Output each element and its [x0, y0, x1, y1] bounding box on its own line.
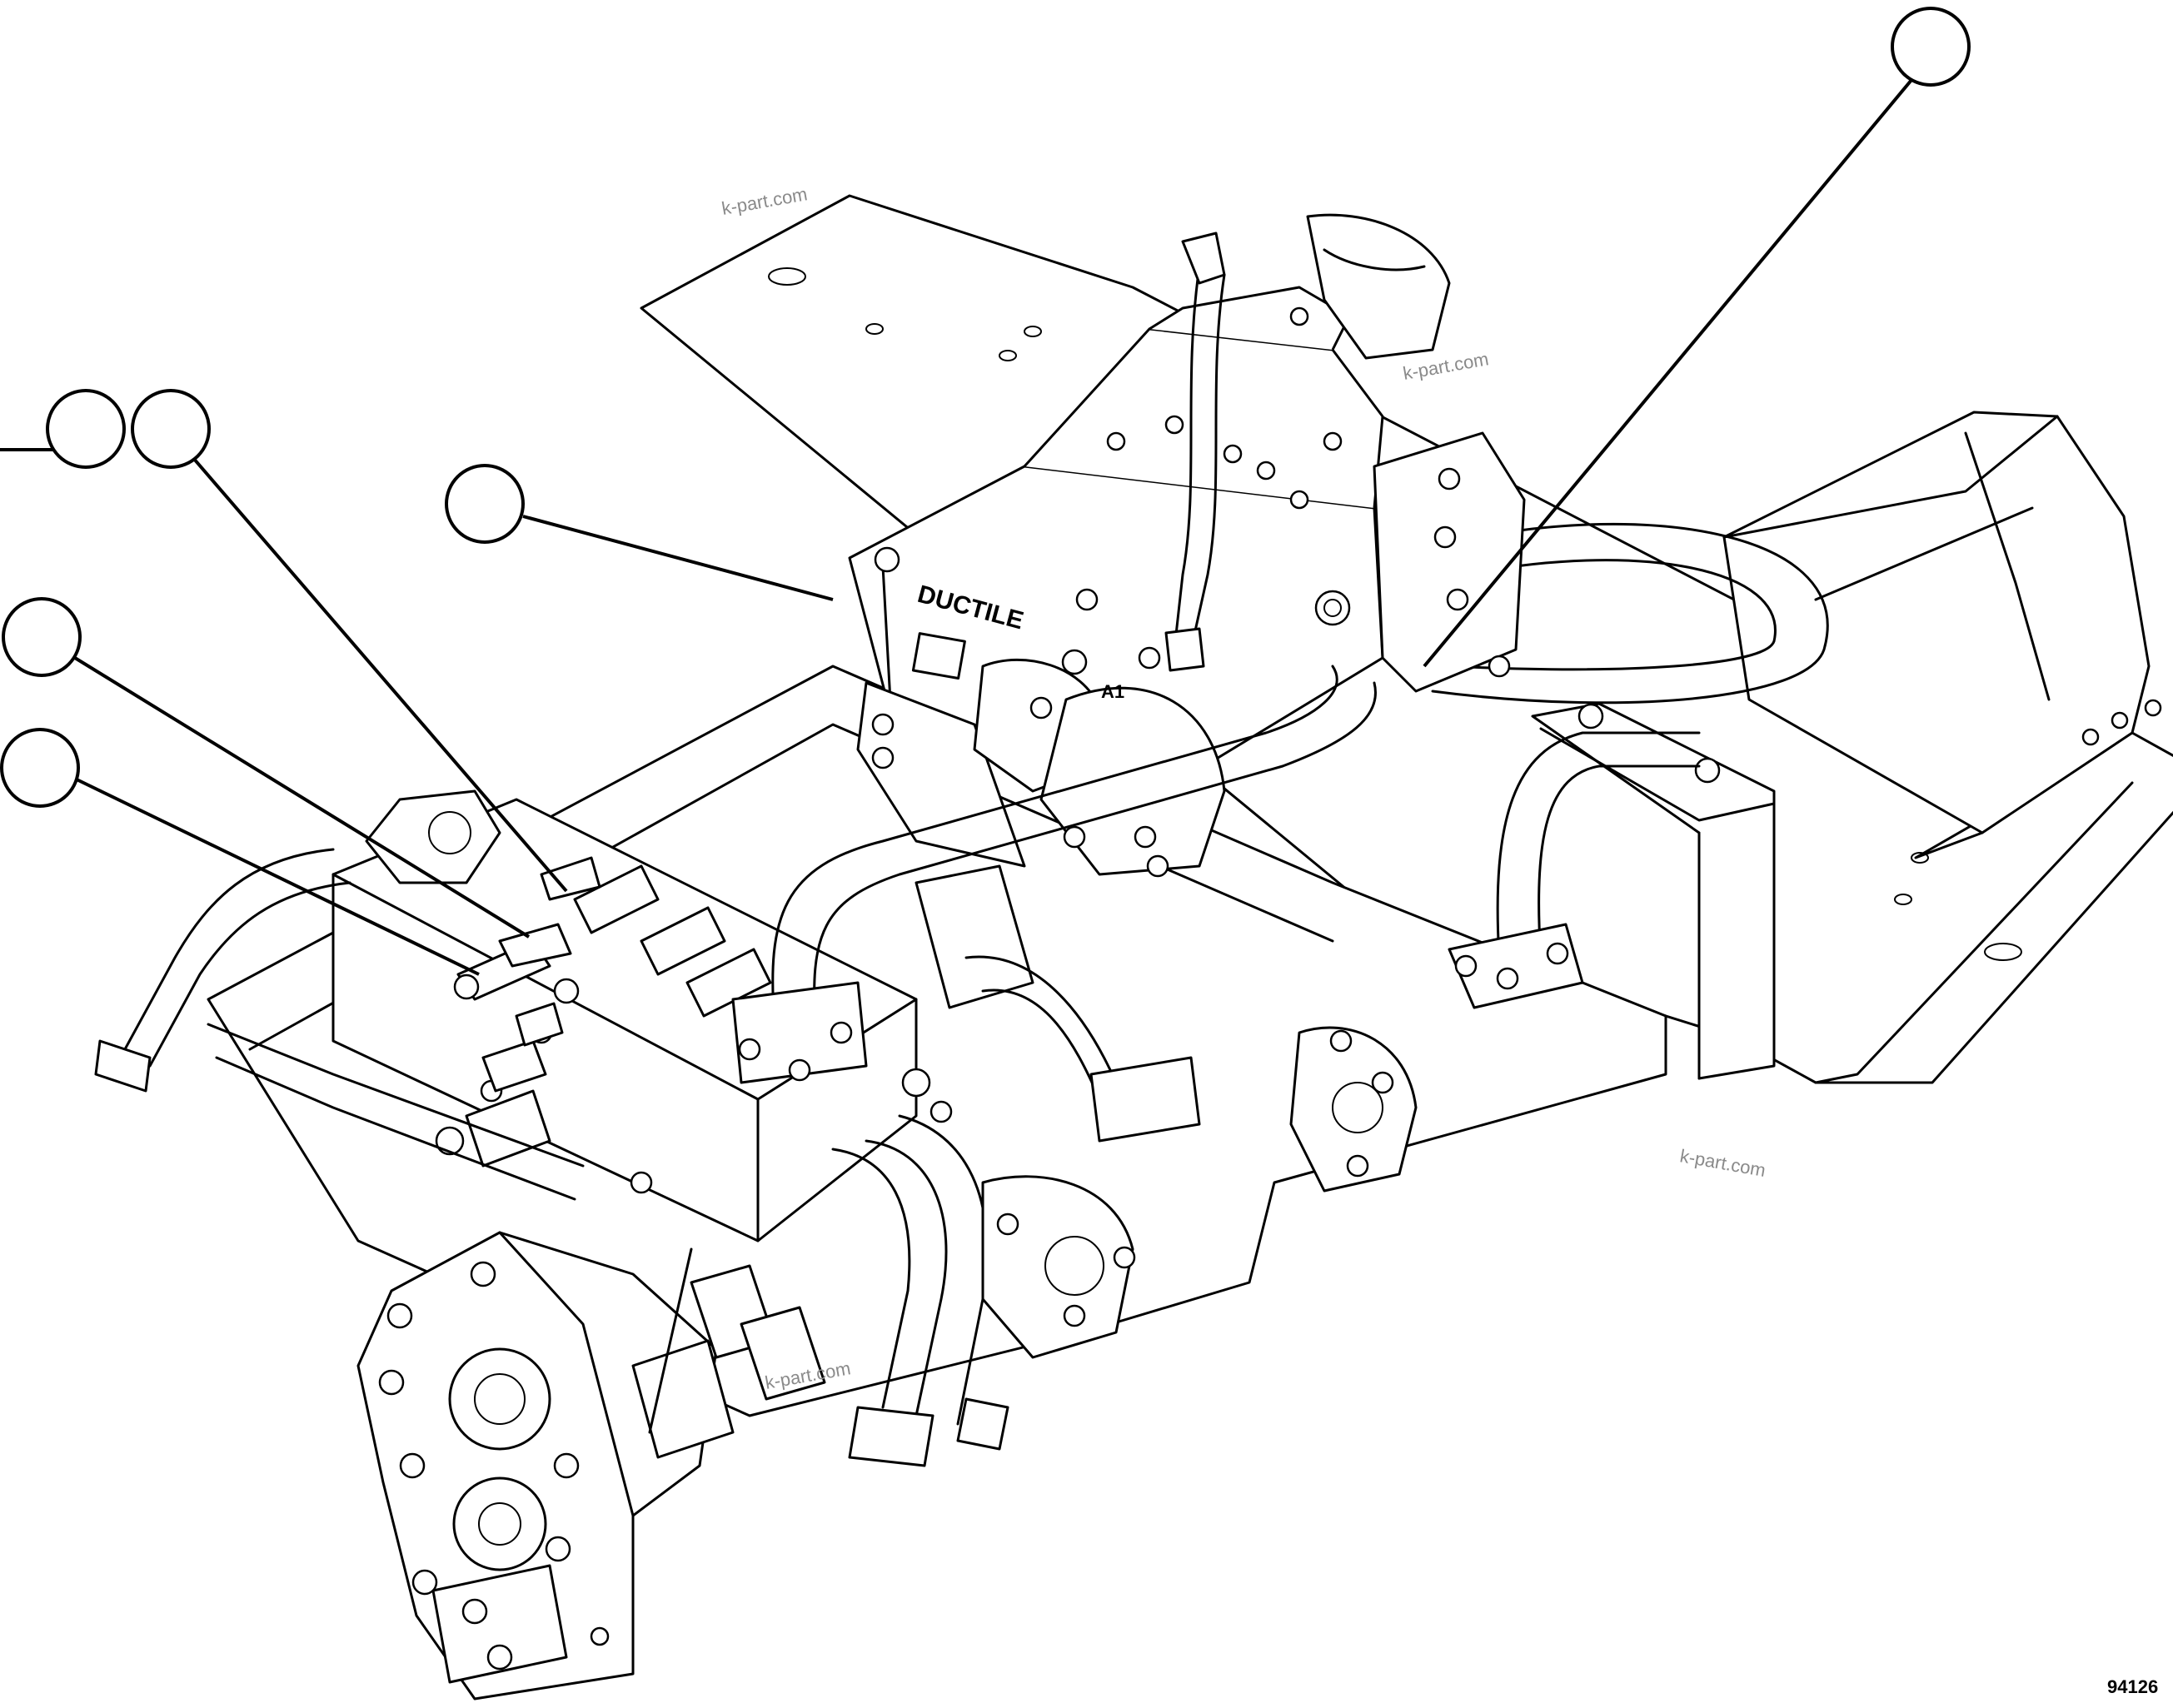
- leader-line: [522, 515, 834, 601]
- gear-pump: [356, 1231, 718, 1701]
- callout-6: [0, 728, 80, 808]
- watermark: k-part.com: [720, 183, 810, 219]
- leader-line: [73, 656, 531, 939]
- leader-line: [74, 777, 480, 976]
- pressure-pipes-center: [831, 864, 1201, 1467]
- callout-5: [2, 597, 82, 677]
- watermark: k-part.com: [1402, 348, 1491, 384]
- bell-housing: [1722, 411, 2162, 834]
- port-label: A1: [1101, 681, 1124, 702]
- callout-2: [445, 464, 525, 544]
- valve-cartridges: [365, 789, 601, 1168]
- suction-hose-loop: [1431, 522, 1829, 705]
- tandem-hydraulic-pump: DUCTILE A1: [848, 213, 1526, 878]
- pilot-hose: [1164, 232, 1226, 672]
- watermark: k-part.com: [1678, 1145, 1767, 1181]
- callout-3: [131, 389, 211, 469]
- solenoid-valves: [631, 1247, 826, 1459]
- leader-line: [1423, 73, 1917, 668]
- crossover-pipe: [731, 665, 1377, 1084]
- figure-number: 94126: [2107, 1676, 2158, 1697]
- callout-1: [1891, 7, 1971, 87]
- return-hose-right: [1448, 731, 1701, 1009]
- pump-adapters: [981, 1026, 1418, 1359]
- suction-pipe-left: [94, 848, 585, 1201]
- callout-4: [46, 389, 126, 469]
- callouts: [0, 7, 1971, 976]
- leader-line: [192, 456, 568, 893]
